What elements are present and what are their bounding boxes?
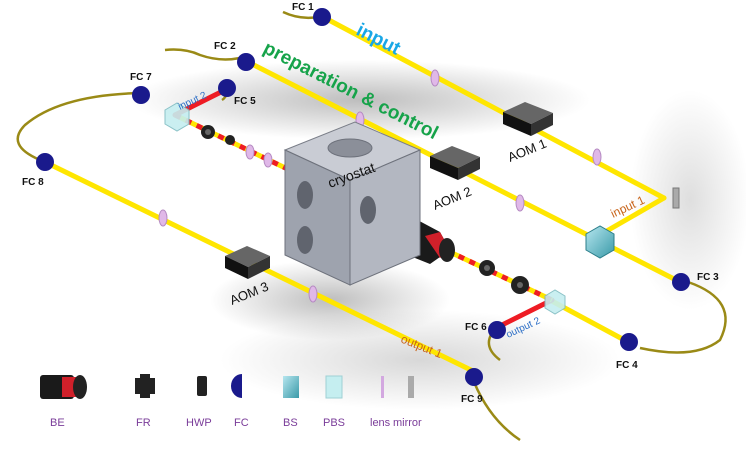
fc-icon	[465, 368, 483, 386]
fiber-fc2	[164, 48, 241, 61]
legend-lens-icon	[381, 376, 384, 398]
legend-label-lens: lens	[370, 417, 391, 429]
lens-icon	[158, 209, 168, 227]
label-fc9: FC 9	[461, 394, 483, 405]
pbs-icon	[544, 289, 566, 315]
label-fc5: FC 5	[234, 96, 256, 107]
legend-label-mirror: mirror	[393, 417, 422, 429]
legend-label-hwp: HWP	[186, 417, 212, 429]
label-aom2: AOM 2	[431, 184, 474, 213]
beamsplitters	[164, 102, 615, 315]
legend-hwp-icon	[197, 376, 207, 396]
legend-pbs-icon	[325, 375, 343, 399]
beam-mirror-bs	[595, 195, 667, 239]
fiber-fc3-fc4	[639, 280, 727, 354]
legend-fc-icon	[231, 374, 242, 398]
legend-symbols	[40, 374, 414, 399]
fc-icon	[36, 153, 54, 171]
fc-icon	[620, 333, 638, 351]
label-fc4: FC 4	[616, 360, 638, 371]
bs-icon	[585, 225, 615, 259]
mirror-icon	[672, 187, 680, 209]
hwp-icon	[225, 135, 235, 145]
label-input: input	[353, 20, 404, 60]
legend-label-pbs: PBS	[323, 417, 345, 429]
legend-be-icon	[40, 375, 87, 399]
fc-icon	[313, 8, 331, 26]
lens-icon	[592, 148, 602, 166]
beam-dash-top-y	[173, 112, 302, 178]
fiber-fc7-fc8	[16, 91, 141, 162]
legend-labels: BE FR HWP FC BS PBS lens mirror	[50, 417, 422, 429]
lens-icon	[430, 69, 440, 87]
fc-icon	[132, 86, 150, 104]
fc-icon	[488, 321, 506, 339]
fc-icon	[672, 273, 690, 291]
fiber-fc9	[472, 381, 521, 442]
label-fc6: FC 6	[465, 322, 487, 333]
lens-icon	[263, 152, 273, 168]
fc-icon	[237, 53, 255, 71]
legend-mirror-icon	[408, 376, 414, 398]
floor-shadow-3	[630, 90, 746, 310]
lens-icon	[308, 285, 318, 303]
legend-label-bs: BS	[283, 417, 298, 429]
legend-fr-icon	[135, 374, 155, 398]
legend-label-be: BE	[50, 417, 65, 429]
aom-2	[430, 146, 480, 180]
label-aom1: AOM 1	[506, 136, 549, 165]
legend-bs-icon	[283, 376, 299, 398]
optics-small	[201, 125, 529, 294]
lens-icon	[245, 144, 255, 160]
label-fc1: FC 1	[292, 2, 314, 13]
floor-shadow-2	[220, 310, 620, 410]
legend-label-fr: FR	[136, 417, 151, 429]
aom-1	[503, 102, 553, 136]
aom-3	[225, 246, 270, 279]
label-fc2: FC 2	[214, 41, 236, 52]
label-fc7: FC 7	[130, 72, 152, 83]
fiber-couplers	[36, 8, 690, 386]
aoms	[225, 102, 553, 279]
lens-icon	[515, 194, 525, 212]
label-fc8: FC 8	[22, 177, 44, 188]
pbs-icon	[164, 102, 190, 132]
cryostat-block	[283, 121, 422, 286]
beam-red-output2	[493, 297, 555, 331]
label-fc3: FC 3	[697, 272, 719, 283]
fc-icon	[218, 79, 236, 97]
beam-input	[322, 15, 667, 201]
floor-shadow	[130, 60, 590, 140]
legend-label-fc: FC	[234, 417, 249, 429]
